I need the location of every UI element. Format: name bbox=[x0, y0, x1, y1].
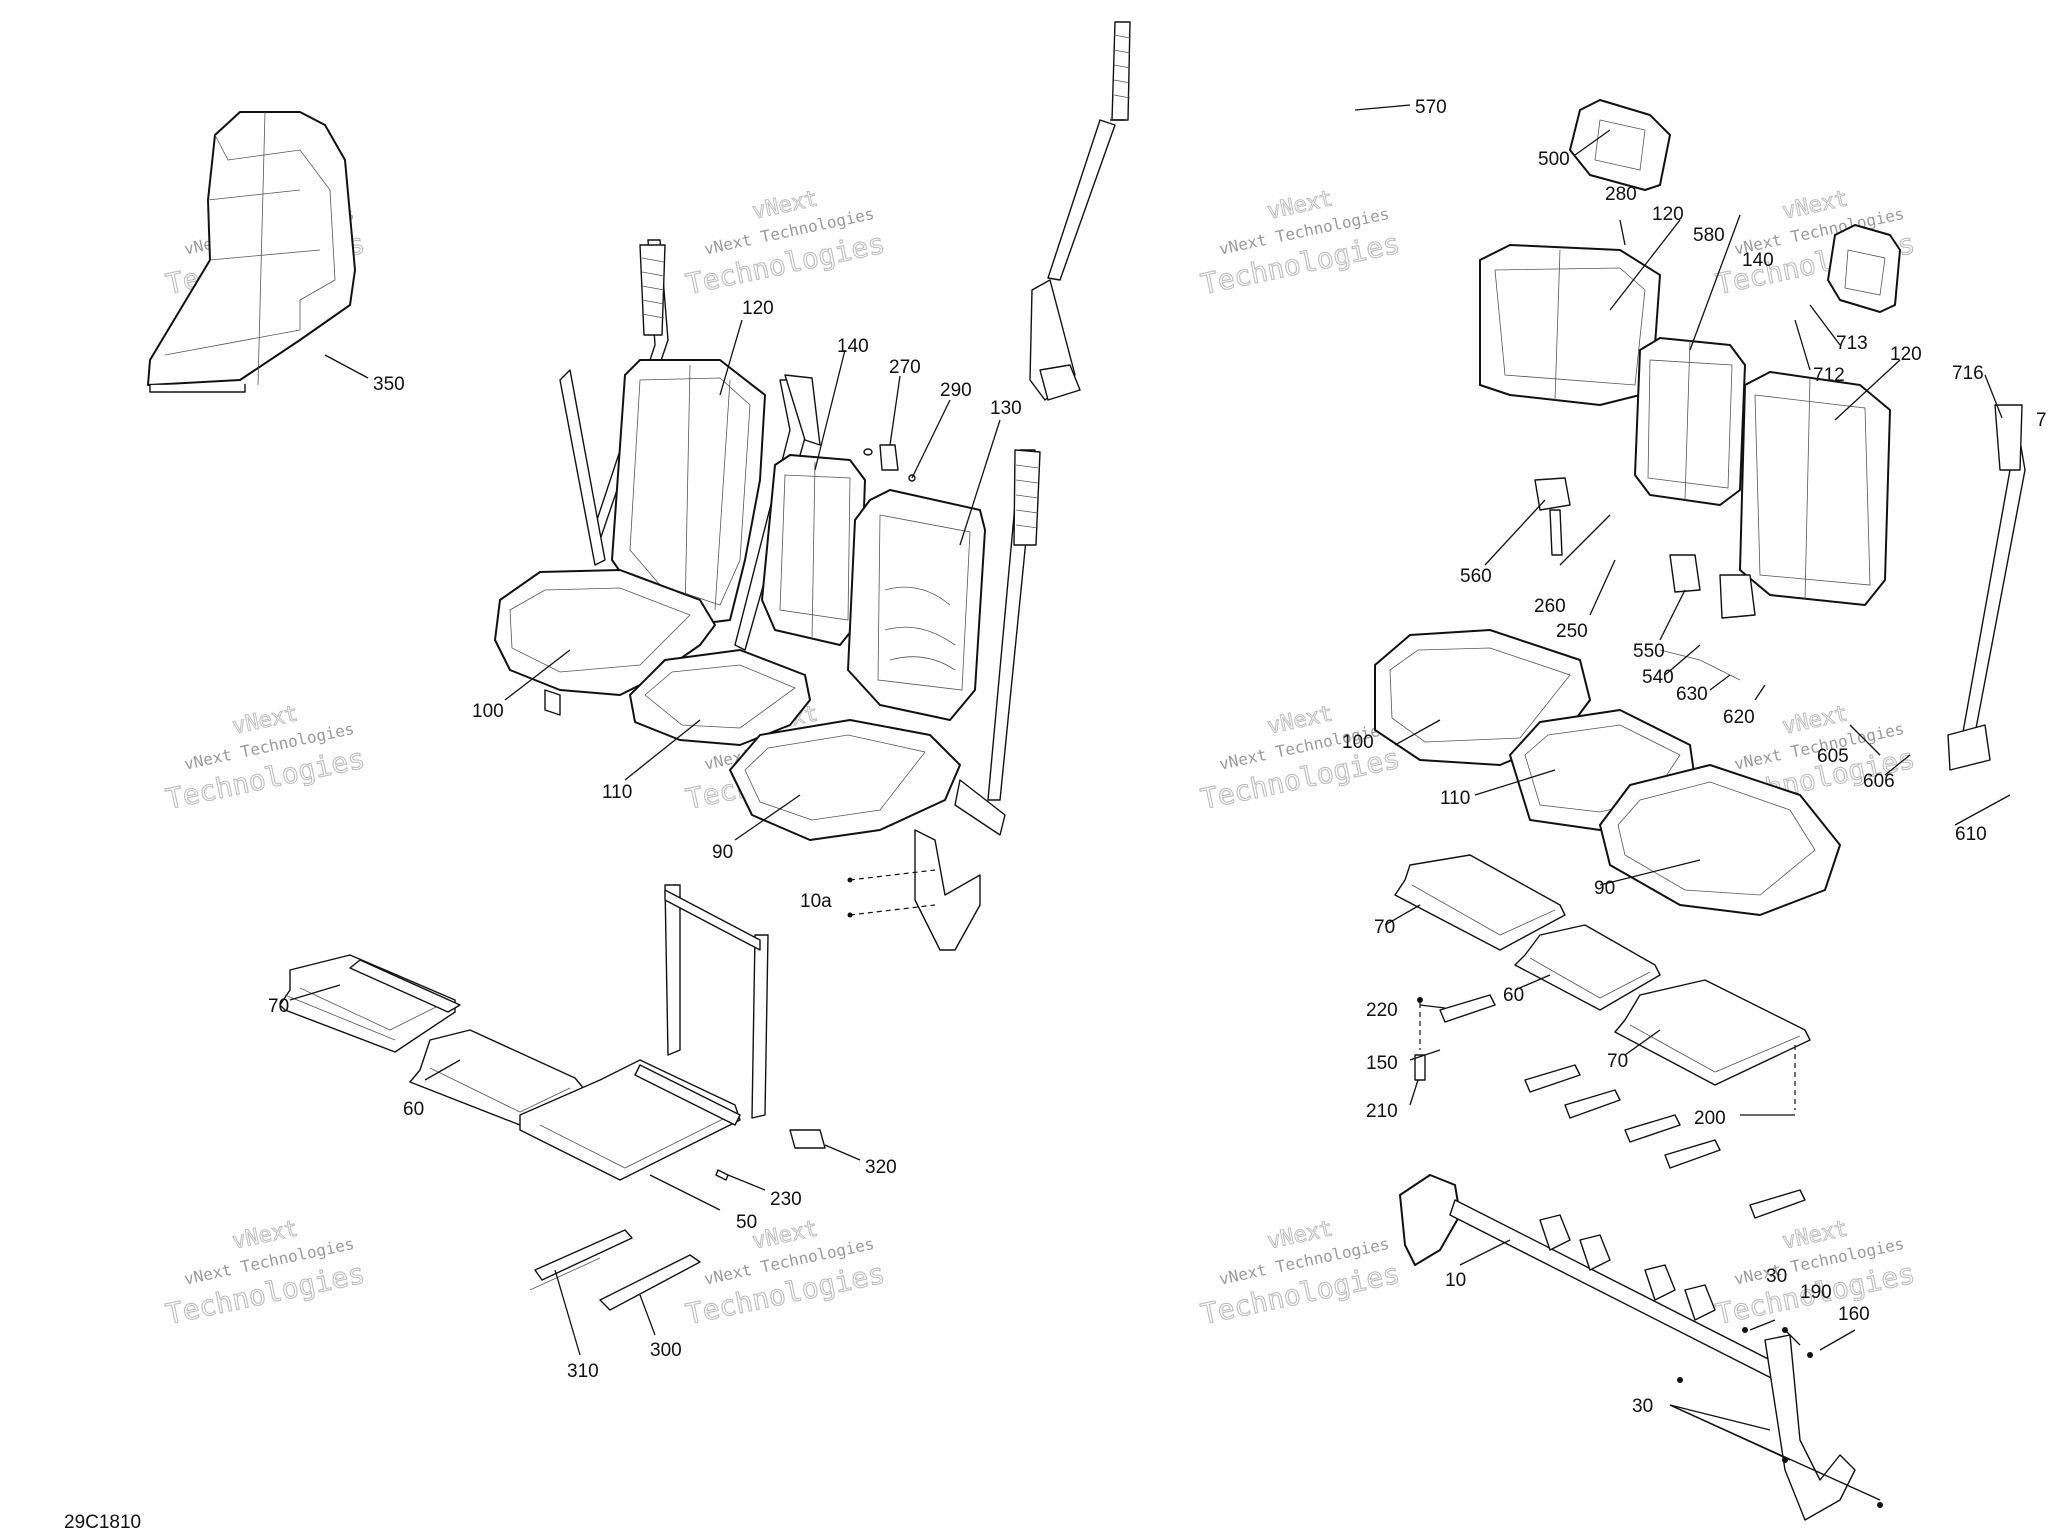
callout-70-b: 70 bbox=[1374, 917, 1395, 938]
callout-150: 150 bbox=[1366, 1053, 1398, 1074]
callout-713: 713 bbox=[1836, 333, 1868, 354]
buckle-540 bbox=[1659, 574, 1756, 681]
frame-70-left bbox=[279, 954, 461, 1053]
callout-320: 320 bbox=[865, 1157, 897, 1178]
callout-10a: 10a bbox=[800, 891, 832, 912]
callout-90: 90 bbox=[712, 842, 733, 863]
callout-290: 290 bbox=[940, 380, 972, 401]
callout-60-b: 60 bbox=[1503, 985, 1524, 1006]
cushion-90-right bbox=[1599, 764, 1841, 916]
backrest-140-left bbox=[761, 454, 866, 646]
callout-250: 250 bbox=[1556, 621, 1588, 642]
callout-570: 570 bbox=[1415, 97, 1447, 118]
watermark: vNext vNext Technologies Technologies bbox=[162, 1216, 368, 1332]
callout-110-b: 110 bbox=[1440, 788, 1470, 809]
callout-200: 200 bbox=[1694, 1108, 1726, 1129]
callout-606: 606 bbox=[1863, 771, 1895, 792]
slide-150 bbox=[1439, 994, 1806, 1219]
frame-60-right bbox=[1514, 924, 1661, 1011]
callout-190: 190 bbox=[1800, 1282, 1832, 1303]
callout-140: 140 bbox=[837, 336, 869, 357]
callout-100-b: 100 bbox=[1342, 732, 1374, 753]
backrest-140-right bbox=[1634, 337, 1746, 506]
pins-right bbox=[1414, 997, 1426, 1081]
buckle-560 bbox=[1534, 477, 1571, 556]
mount-bracket-left bbox=[544, 689, 981, 951]
callout-60: 60 bbox=[403, 1099, 424, 1120]
frame-60-left bbox=[409, 1029, 586, 1126]
callout-620: 620 bbox=[1723, 707, 1755, 728]
callout-220: 220 bbox=[1366, 1000, 1398, 1021]
callout-610: 610 bbox=[1955, 824, 1987, 845]
callout-300: 300 bbox=[650, 1340, 682, 1361]
callout-10: 10 bbox=[1445, 1270, 1466, 1291]
callout-580: 580 bbox=[1693, 225, 1725, 246]
callout-130: 130 bbox=[990, 398, 1022, 419]
callout-350: 350 bbox=[373, 374, 405, 395]
callout-712: 712 bbox=[1813, 365, 1845, 386]
callout-500: 500 bbox=[1538, 149, 1570, 170]
watermark: vNext vNext Technologies Technologies bbox=[162, 701, 368, 817]
callout-30: 30 bbox=[1766, 1266, 1787, 1287]
watermark: vNext vNext Technologies Technologies bbox=[682, 186, 888, 302]
callout-210: 210 bbox=[1366, 1101, 1398, 1122]
frame-70-right bbox=[1394, 854, 1566, 951]
watermark: vNext vNext Technologies Technologies bbox=[1197, 186, 1403, 302]
callout-labels: 350 120 140 270 290 130 100 110 90 10a 7… bbox=[268, 97, 2047, 1417]
callout-70-c: 70 bbox=[1607, 1051, 1628, 1072]
cushion-110-left bbox=[629, 649, 811, 746]
callout-120: 120 bbox=[742, 298, 774, 319]
seatbelt-right bbox=[1947, 404, 2026, 771]
slide-rail-310 bbox=[529, 1229, 633, 1291]
callout-280: 280 bbox=[1605, 184, 1637, 205]
callout-50: 50 bbox=[736, 1212, 757, 1233]
bracket-270 bbox=[863, 444, 916, 482]
callout-260: 260 bbox=[1534, 596, 1566, 617]
callout-90-b: 90 bbox=[1594, 878, 1615, 899]
callout-560: 560 bbox=[1460, 566, 1492, 587]
headrest-500 bbox=[1569, 99, 1671, 191]
callout-120-c: 120 bbox=[1890, 344, 1922, 365]
callout-540: 540 bbox=[1642, 667, 1674, 688]
callout-230: 230 bbox=[770, 1189, 802, 1210]
callout-100: 100 bbox=[472, 701, 504, 722]
callout-310: 310 bbox=[567, 1361, 599, 1382]
callout-7: 7 bbox=[2036, 410, 2047, 431]
callout-120-b: 120 bbox=[1652, 204, 1684, 225]
callout-110: 110 bbox=[602, 782, 632, 803]
callout-270: 270 bbox=[889, 357, 921, 378]
callout-550: 550 bbox=[1633, 641, 1665, 662]
crossbar-10 bbox=[1399, 1174, 1856, 1521]
seat-cover-350 bbox=[147, 111, 356, 393]
callout-160: 160 bbox=[1838, 1304, 1870, 1325]
watermark: vNext vNext Technologies Technologies bbox=[682, 1216, 888, 1332]
callout-716: 716 bbox=[1952, 363, 1984, 384]
buckle-550 bbox=[1669, 554, 1701, 593]
seatbelt-left-b bbox=[954, 449, 1041, 836]
figure-code: 29C1810 bbox=[64, 1512, 141, 1533]
cushion-90-left bbox=[729, 719, 961, 841]
watermark: vNext vNext Technologies Technologies bbox=[1197, 1216, 1403, 1332]
callout-140-b: 140 bbox=[1742, 250, 1774, 271]
bracket-320 bbox=[789, 1129, 826, 1149]
slide-rail-300 bbox=[599, 1254, 701, 1311]
backrest-120-right-a bbox=[1479, 244, 1661, 406]
backrest-120-right-b bbox=[1739, 371, 1891, 606]
callout-30-b: 30 bbox=[1632, 1396, 1653, 1417]
callout-630: 630 bbox=[1676, 684, 1708, 705]
watermark: vNext vNext Technologies Technologies bbox=[1712, 1216, 1918, 1332]
seatbelt-570 bbox=[1029, 21, 1131, 401]
pin-230 bbox=[715, 1169, 729, 1181]
seatbelt-left-a bbox=[559, 239, 669, 566]
backrest-130-left bbox=[847, 489, 986, 721]
leader-lines bbox=[289, 104, 2011, 1501]
frame-70-right-b bbox=[1614, 979, 1811, 1110]
headrest-right bbox=[1827, 224, 1901, 313]
frame-50 bbox=[519, 884, 769, 1181]
callout-605: 605 bbox=[1817, 746, 1849, 767]
callout-70: 70 bbox=[268, 996, 289, 1017]
